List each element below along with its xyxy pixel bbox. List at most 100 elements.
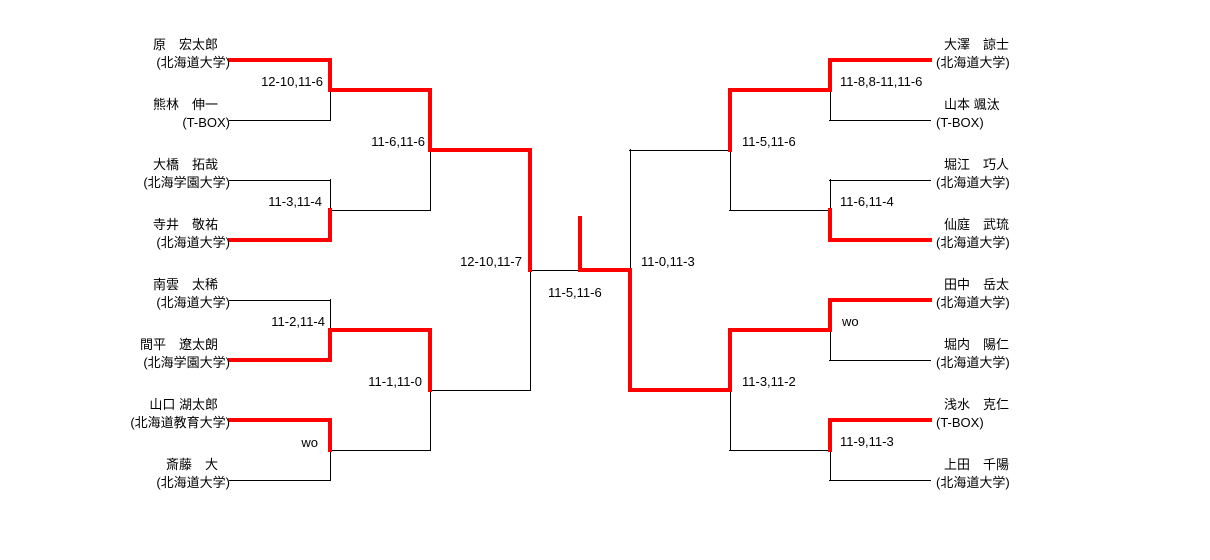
winner-path-line <box>428 328 432 392</box>
match-score-round1-right-2: 11-6,11-4 <box>840 194 894 209</box>
match-score-round1-left-4: wo <box>301 435 318 450</box>
winner-path-line <box>828 208 832 242</box>
player-name: 山本 颯汰 <box>944 97 1000 112</box>
winner-path-line <box>828 418 832 452</box>
player-entry: 山口 湖太郎(北海道教育大学) <box>118 396 230 432</box>
bracket-line <box>529 270 581 271</box>
player-name: 浅水 克仁 <box>944 397 1010 412</box>
player-club: (北海道大学) <box>936 295 1010 310</box>
player-line <box>829 120 931 121</box>
player-name: 寺井 敬祐 <box>152 217 218 232</box>
winner-path-line <box>328 208 332 242</box>
match-score-round1-left-3: 11-2,11-4 <box>271 314 325 329</box>
match-score-round1-right-4: 11-9,11-3 <box>840 434 894 449</box>
player-line <box>829 180 931 181</box>
match-score-semifinal-left: 12-10,11-7 <box>460 254 522 269</box>
winner-path-line <box>728 328 832 332</box>
player-club: (T-BOX) <box>936 115 984 130</box>
player-line <box>829 480 931 481</box>
bracket-line <box>530 269 531 391</box>
bracket-line <box>329 210 431 211</box>
player-name: 田中 岳太 <box>944 277 1010 292</box>
player-name: 大橋 拓哉 <box>152 157 218 172</box>
player-entry: 大澤 諒士 (北海道大学) <box>936 36 1048 72</box>
player-name: 熊林 伸一 <box>152 97 218 112</box>
player-line-winner <box>828 298 932 302</box>
player-entry: 間平 遼太朗(北海学園大学) <box>118 336 230 372</box>
match-score-quarterfinal-right-2: 11-3,11-2 <box>742 374 796 389</box>
player-line <box>229 300 331 301</box>
winner-path-line <box>728 328 732 392</box>
player-name: 原 宏太郎 <box>152 37 218 52</box>
player-entry: 堀内 陽仁(北海道大学) <box>936 336 1048 372</box>
winner-path-line <box>428 148 532 152</box>
player-name: 仙庭 武琉 <box>944 217 1010 232</box>
bracket-line <box>730 389 731 451</box>
player-entry: 浅水 克仁(T-BOX) <box>936 396 1048 432</box>
player-name: 大澤 諒士 <box>944 37 1010 52</box>
player-club: (北海道大学) <box>936 55 1010 70</box>
match-score-round1-left-1: 12-10,11-6 <box>261 74 323 89</box>
player-club: (北海道大学) <box>156 55 230 70</box>
player-club: (T-BOX) <box>182 115 230 130</box>
player-club: (北海道教育大学) <box>130 415 230 430</box>
player-line-winner <box>228 58 332 62</box>
player-line-winner <box>828 418 932 422</box>
player-club: (北海学園大学) <box>143 175 230 190</box>
winner-path-line <box>728 88 832 92</box>
player-entry: 堀江 巧人 (北海道大学) <box>936 156 1048 192</box>
bracket-line <box>330 179 331 211</box>
player-entry: 大橋 拓哉 (北海学園大学) <box>118 156 230 192</box>
player-name: 上田 千陽 <box>944 457 1010 472</box>
player-line-winner <box>228 418 332 422</box>
bracket-line <box>729 210 831 211</box>
player-entry: 上田 千陽 (北海道大学) <box>936 456 1048 492</box>
player-club: (北海道大学) <box>936 355 1010 370</box>
player-line <box>829 360 931 361</box>
match-score-quarterfinal-left-2: 11-1,11-0 <box>368 374 422 389</box>
bracket-line <box>430 389 431 451</box>
player-entry: 原 宏太郎 (北海道大学) <box>118 36 230 72</box>
bracket-line <box>429 390 531 391</box>
player-entry: 山本 颯汰 (T-BOX) <box>936 96 1048 132</box>
winner-path-line <box>428 88 432 152</box>
match-score-round1-right-1: 11-8,8-11,11-6 <box>840 74 923 89</box>
player-club: (北海道大学) <box>936 235 1010 250</box>
winner-path-line <box>628 388 732 392</box>
bracket-line <box>330 89 331 121</box>
player-club: (北海道大学) <box>936 175 1010 190</box>
bracket-line <box>630 149 631 271</box>
player-club: (北海道大学) <box>936 475 1010 490</box>
player-line-winner <box>228 238 332 242</box>
player-club: (北海道大学) <box>156 295 230 310</box>
winner-path-line <box>578 216 582 272</box>
bracket-line <box>430 149 431 211</box>
bracket-line <box>330 449 331 481</box>
player-entry: 斎藤 大 (北海道大学) <box>118 456 230 492</box>
winner-path-line <box>828 298 832 332</box>
player-club: (北海道大学) <box>156 475 230 490</box>
bracket-line <box>729 450 831 451</box>
bracket-line <box>830 329 831 361</box>
bracket-line <box>329 450 431 451</box>
player-line-winner <box>828 238 932 242</box>
player-name: 南雲 太稀 <box>152 277 218 292</box>
player-name: 斎藤 大 <box>165 457 218 472</box>
bracket-line <box>730 149 731 211</box>
player-entry: 南雲 太稀 (北海道大学) <box>118 276 230 312</box>
winner-path-line <box>328 328 432 332</box>
bracket-line <box>330 299 331 331</box>
bracket-line <box>830 89 831 121</box>
player-line <box>229 120 331 121</box>
player-entry: 寺井 敬祐(北海道大学) <box>118 216 230 252</box>
match-score-quarterfinal-left-1: 11-6,11-6 <box>371 134 425 149</box>
bracket-line <box>629 150 731 151</box>
player-line-winner <box>228 358 332 362</box>
player-line <box>229 480 331 481</box>
winner-path-line <box>328 418 332 452</box>
player-entry: 熊林 伸一 (T-BOX) <box>118 96 230 132</box>
player-name: 堀江 巧人 <box>944 157 1010 172</box>
bracket-line <box>830 449 831 481</box>
match-score-final-final: 11-5,11-6 <box>548 285 602 300</box>
